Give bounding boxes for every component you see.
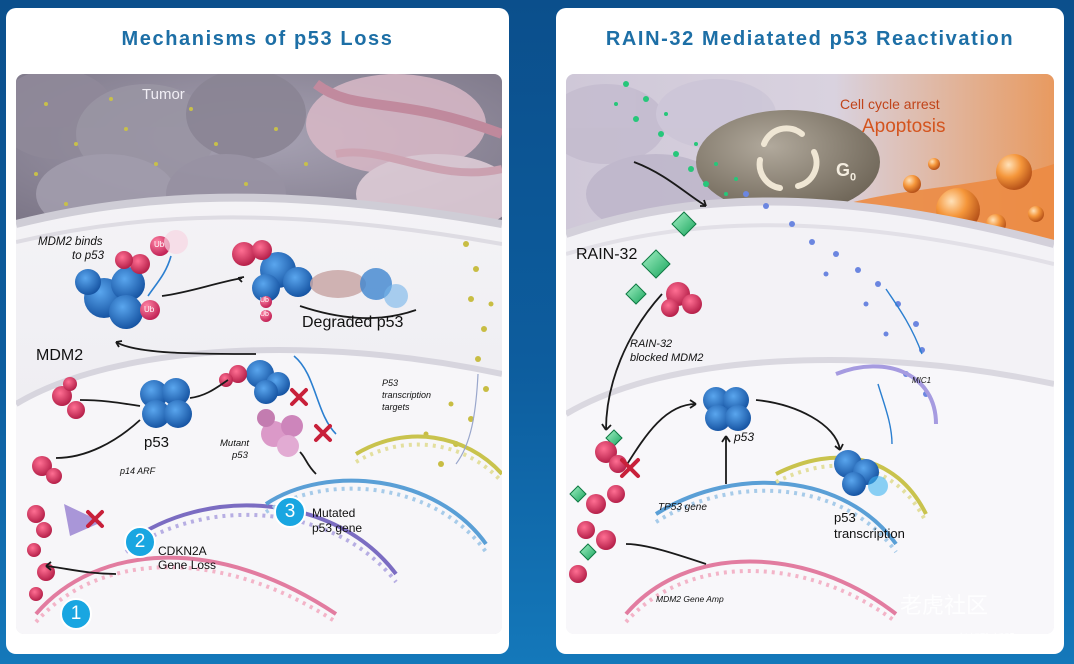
apoptosis-label: Apoptosis (862, 116, 946, 137)
mutant-p53-line1: Mutant (220, 438, 250, 449)
g0-subscript: 0 (850, 171, 857, 184)
g0-label: G0 (836, 160, 856, 184)
rain32-blocked-line2: blocked MDM2 (630, 352, 704, 364)
p53-loss-illustration: Tumor MDM2 binds to p53 Ub Ub Ub Ub Degr… (16, 74, 502, 634)
cdkn2a-label-line1: CDKN2A (158, 544, 207, 558)
p53-transcription-line2: transcription (834, 526, 905, 541)
mutated-gene-label-line2: p53 gene (312, 521, 363, 535)
g0-letter: G (836, 160, 851, 180)
degraded-p53-label: Degraded p53 (302, 314, 404, 331)
rain32-svg (566, 74, 1054, 634)
rain32-blocked-line1: RAIN-32 (630, 338, 673, 350)
p53-targets-line1: P53 (382, 378, 399, 388)
tp53-gene-label: TP53 gene (658, 502, 707, 513)
p53-targets-line3: targets (382, 402, 410, 412)
mdm2-binds-label-line1: MDM2 binds (38, 236, 103, 248)
ub-tag-4: Ub (260, 311, 269, 318)
right-card-title: RAIN-32 Mediatated p53 Reactivation (605, 28, 1015, 50)
ub-tag-3: Ub (260, 297, 269, 304)
watermark-main: 老虎社区 (900, 594, 989, 619)
cell-cycle-arrest-label: Cell cycle arrest (840, 96, 940, 112)
mdm2-gene-amp-label: MDM2 Gene Amp (656, 594, 724, 604)
rain32-reactivation-card: RAIN-32 Mediatated p53 Reactivation (556, 8, 1064, 654)
p53-label: p53 (144, 434, 170, 451)
p14-arf-label: p14 ARF (120, 466, 156, 476)
p53-loss-svg (16, 74, 502, 634)
p53-targets-line2: transcription (382, 390, 432, 400)
mutant-p53-line2: p53 (232, 450, 248, 461)
step-1-badge: 1 (60, 598, 92, 630)
mic1-label: MIC1 (912, 376, 932, 385)
mutated-gene-label-line1: Mutated (312, 506, 356, 520)
rain32-illustration: Cell cycle arrest Apoptosis G0 RAIN-32 R… (566, 74, 1054, 634)
tumor-label: Tumor (142, 86, 185, 103)
mdm2-p53-complex (75, 251, 150, 329)
p53-right-label: p53 (734, 430, 755, 444)
watermark-sub: @老郭聊新股 (944, 632, 1017, 646)
mdm2-binds-label-line2: to p53 (72, 250, 104, 262)
ub-tag-2: Ub (144, 305, 155, 314)
step-2-badge: 2 (124, 526, 156, 558)
step-3-badge: 3 (274, 496, 306, 528)
cdkn2a-label-line2: Gene Loss (158, 558, 217, 572)
left-card-title: Mechanisms of p53 Loss (121, 28, 394, 50)
p53-loss-card: Mechanisms of p53 Loss (6, 8, 509, 654)
mdm2-label: MDM2 (36, 347, 84, 364)
ub-tag-1: Ub (154, 240, 165, 249)
p53-transcription-line1: p53 (834, 510, 856, 525)
rain32-label: RAIN-32 (576, 246, 638, 263)
